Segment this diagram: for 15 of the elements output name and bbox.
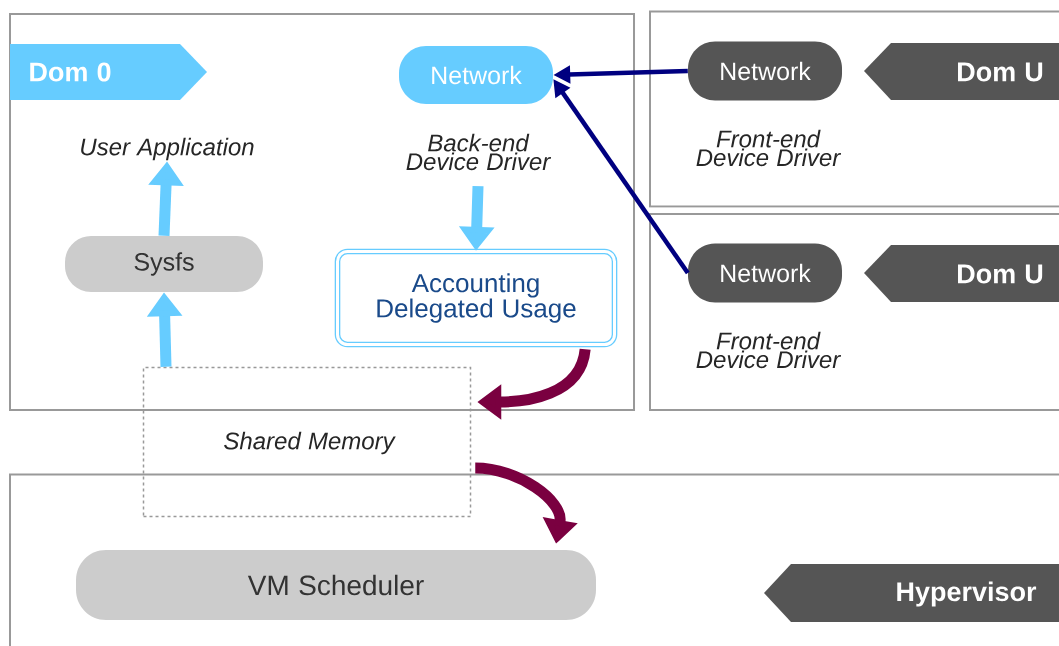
- caption-text: Front-end Device Driver: [696, 331, 842, 369]
- caption-text: Front-end Device Driver: [696, 129, 842, 167]
- process-box: Accounting Delegated Usage: [334, 248, 618, 348]
- panel-frame: [9, 473, 1059, 646]
- caption-text: User Application: [81, 137, 254, 161]
- panel-frame: [649, 213, 1059, 411]
- dashed-box: Shared Memory: [142, 366, 472, 518]
- panel-frame: [649, 10, 1059, 208]
- rounded-box: Network: [688, 243, 842, 303]
- panel-frame: [9, 13, 635, 411]
- rounded-box: VM Scheduler: [76, 550, 596, 620]
- rounded-box: Sysfs: [65, 236, 263, 292]
- rounded-box: Network: [688, 41, 842, 101]
- rounded-box: Network: [399, 46, 553, 104]
- caption-text: Back-end Device Driver: [406, 133, 552, 171]
